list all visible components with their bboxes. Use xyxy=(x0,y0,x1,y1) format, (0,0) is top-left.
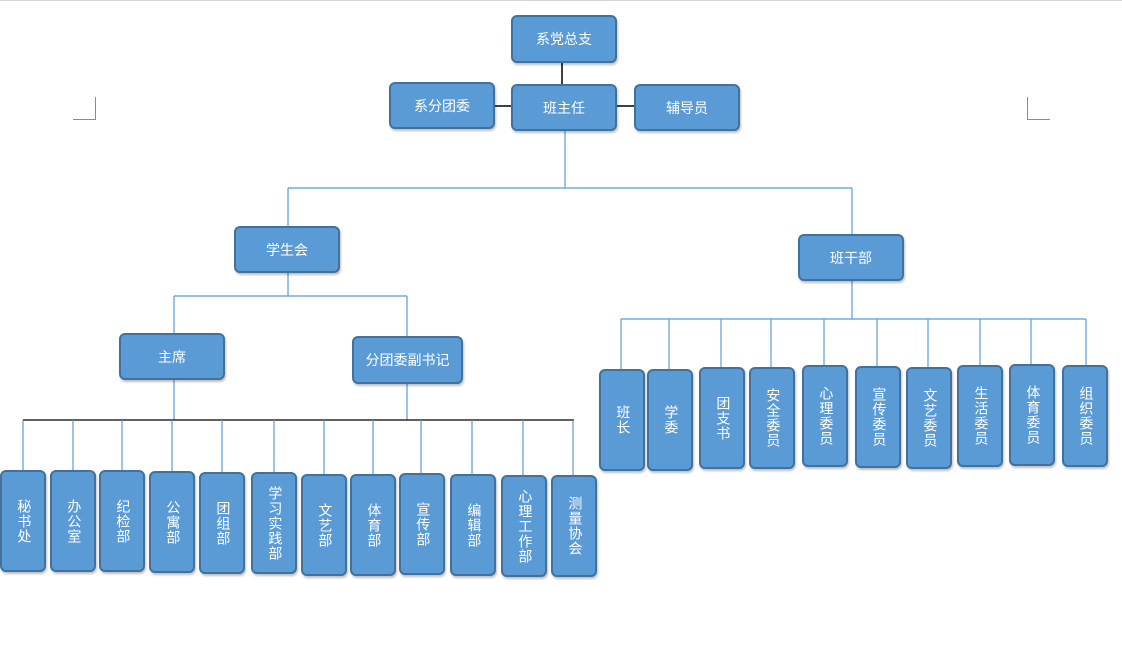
role-monitor: 班长 xyxy=(599,369,645,471)
dept-dormitory: 公寓部 xyxy=(149,471,195,573)
node-counselor: 辅导员 xyxy=(634,84,740,131)
role-psychology: 心理委员 xyxy=(802,365,848,467)
dept-office: 办公室 xyxy=(50,470,96,572)
node-deputy-secretary: 分团委副书记 xyxy=(352,336,463,384)
role-arts: 文艺委员 xyxy=(906,367,952,469)
dept-psychology: 心理工作部 xyxy=(501,475,547,577)
dept-arts: 文艺部 xyxy=(301,474,347,576)
role-life: 生活委员 xyxy=(957,365,1003,467)
dept-surveying-assoc: 测量协会 xyxy=(551,475,597,577)
dept-editorial: 编辑部 xyxy=(450,474,496,576)
role-study: 学委 xyxy=(647,369,693,471)
dept-sports: 体育部 xyxy=(350,474,396,576)
node-party-branch: 系党总支 xyxy=(511,15,617,63)
node-chairman: 主席 xyxy=(119,333,225,380)
role-organization: 组织委员 xyxy=(1062,365,1108,467)
role-league-secretary: 团支书 xyxy=(699,367,745,469)
node-class-committee: 班干部 xyxy=(798,234,904,281)
dept-secretariat: 秘书处 xyxy=(0,470,46,572)
role-safety: 安全委员 xyxy=(749,367,795,469)
node-student-union: 学生会 xyxy=(234,226,340,273)
node-head-teacher: 班主任 xyxy=(511,84,617,131)
role-publicity: 宣传委员 xyxy=(855,366,901,468)
page-top-border xyxy=(0,0,1122,1)
dept-organization: 团组部 xyxy=(199,472,245,574)
node-league-committee: 系分团委 xyxy=(389,82,495,129)
dept-discipline: 纪检部 xyxy=(99,470,145,572)
page-corner-mark-right xyxy=(1027,97,1050,120)
role-sports: 体育委员 xyxy=(1009,364,1055,466)
page-corner-mark-left xyxy=(73,97,96,120)
dept-publicity: 宣传部 xyxy=(399,473,445,575)
dept-study-practice: 学习实践部 xyxy=(251,472,297,574)
